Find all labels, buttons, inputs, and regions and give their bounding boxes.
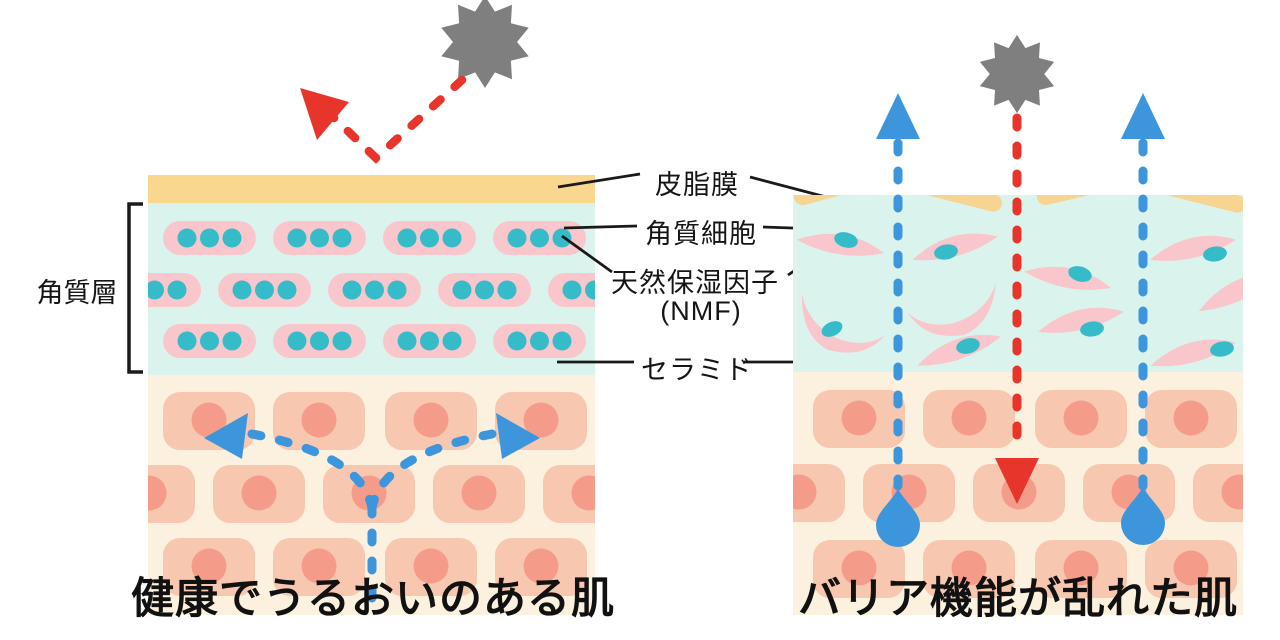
evaporation-arrowhead-left-icon — [876, 93, 920, 139]
moisture-arrowhead-left-icon — [204, 413, 248, 459]
stratum-corneum-bracket — [127, 202, 143, 374]
nmf-nuclei — [821, 232, 1234, 357]
sun-burst-icon — [979, 34, 1055, 114]
caption-healthy-skin: 健康でうるおいのある肌 — [131, 575, 615, 623]
left-external-stimulus — [300, 0, 529, 164]
moisture-arrowhead-right-icon — [496, 413, 540, 459]
reflected-stimulus-dashed-line — [325, 75, 467, 164]
sebum-film-layer — [148, 175, 595, 203]
moisture-evaporating-arrows — [876, 93, 1165, 547]
sun-burst-icon — [441, 0, 529, 88]
caption-damaged-skin: バリア機能が乱れた肌 — [798, 575, 1238, 623]
damaged-corneocyte-flakes — [794, 223, 1243, 371]
label-ceramide: セラミド — [641, 355, 753, 385]
left-panel-healthy-skin — [148, 175, 595, 615]
label-stratum-corneum: 角質層 — [36, 278, 118, 308]
moisture-retained-arrows — [247, 429, 497, 603]
label-corneocyte: 角質細胞 — [645, 219, 757, 249]
penetrating-stimulus-arrowhead-icon — [995, 458, 1039, 504]
evaporation-arrowhead-right-icon — [1121, 93, 1165, 139]
right-external-stimulus — [979, 34, 1055, 504]
label-nmf: 天然保湿因子 — [611, 268, 779, 298]
right-panel-damaged-skin — [793, 195, 1243, 615]
reflected-stimulus-arrowhead-icon — [300, 88, 349, 140]
label-sebum-film: 皮脂膜 — [655, 170, 739, 200]
label-nmf-abbr: (NMF) — [660, 296, 742, 326]
